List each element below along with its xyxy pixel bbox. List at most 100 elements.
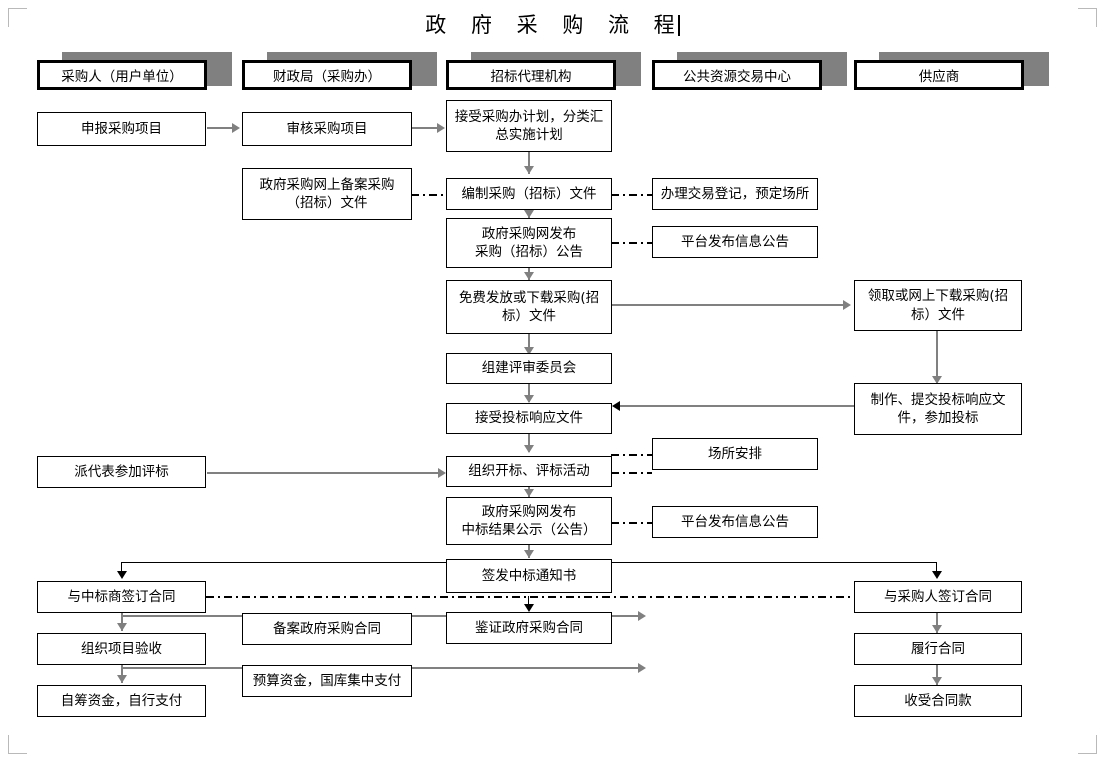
arrowhead-submitbid-to-acceptbids [612,401,620,411]
node-make-submit-bid[interactable]: 制作、提交投标响应文 件，参加投标 [854,383,1022,435]
node-make-submit-bid-line1: 制作、提交投标响应文 [870,391,1006,408]
node-record-docs[interactable]: 政府采购网上备案采购 （招标）文件 [242,168,412,220]
connector-issuedocs-to-getdocs [611,304,846,306]
node-platform-notice-1-label: 平台发布信息公告 [681,233,789,250]
node-venue-arrange-label: 场所安排 [708,445,762,462]
dashdot-open-to-venue [611,472,652,474]
arrowhead-award-to-signbuyer [932,571,942,579]
node-declare-project-label: 申报采购项目 [81,120,162,137]
node-open-evaluate[interactable]: 组织开标、评标活动 [446,456,612,487]
lane-agency[interactable]: 招标代理机构 [446,60,616,90]
node-get-docs[interactable]: 领取或网上下载采购(招 标）文件 [854,280,1022,331]
node-venue-arrange[interactable]: 场所安排 [652,438,818,470]
connector-acceptbids-to-open [528,434,530,452]
arrowhead-issue-to-committee [524,347,534,355]
arrowhead-signwinner-to-filecontract [638,611,646,621]
connector-declare-to-review [207,127,235,129]
node-trade-register-label: 办理交易登记，预定场所 [660,185,810,202]
page-corner-top-right [1078,8,1097,27]
node-accept-plan[interactable]: 接受采购办计划，分类汇 总实施计划 [446,100,612,152]
connector-award-drop-right [936,562,937,576]
arrowhead-sendrep-to-open [438,468,446,478]
node-send-rep-bid[interactable]: 派代表参加评标 [37,456,206,488]
connector-accept-to-selffunds [121,665,123,683]
arrowhead-accept-to-budgetpay [638,663,646,673]
node-notarize-contract[interactable]: 鉴证政府采购合同 [446,612,612,644]
node-accept-bids[interactable]: 接受投标响应文件 [446,403,612,434]
lane-supplier[interactable]: 供应商 [854,60,1024,90]
connector-award-drop-left [121,562,122,576]
connector-signbuyer-to-perform [936,613,938,633]
node-file-contract[interactable]: 备案政府采购合同 [242,613,412,645]
connector-accept-plan-to-prepare [528,152,530,174]
dashdot-prepare-to-traderegister [611,194,652,196]
node-sign-with-buyer-label: 与采购人签订合同 [884,588,992,605]
node-perform-contract-label: 履行合同 [911,640,965,657]
node-form-committee[interactable]: 组建评审委员会 [446,353,612,384]
node-send-rep-bid-label: 派代表参加评标 [74,463,169,480]
connector-review-to-accept-plan [412,127,440,129]
node-platform-notice-2-label: 平台发布信息公告 [681,513,789,530]
node-accept-bids-label: 接受投标响应文件 [475,410,583,427]
node-publish-notice-line1: 政府采购网发布 [481,225,577,242]
connector-signwinner-to-accept [121,613,123,631]
node-publish-result-line1: 政府采购网发布 [481,503,577,520]
node-declare-project[interactable]: 申报采购项目 [37,112,206,146]
arrowhead-acceptbids-to-open [524,445,534,453]
lane-finance[interactable]: 财政局（采购办） [242,60,412,90]
dashdot-signwinner-to-signbuyer [206,596,854,598]
connector-submitbid-to-acceptbids [616,405,854,407]
node-self-funds-label: 自筹资金，自行支付 [60,692,183,709]
arrowhead-issuedocs-to-getdocs [843,300,851,310]
node-receive-payment[interactable]: 收受合同款 [854,685,1022,717]
node-sign-winner-label: 与中标商签订合同 [67,588,176,605]
arrowhead-signbuyer-to-perform [932,625,942,633]
arrowhead-committee-to-acceptbids [524,395,534,403]
text-caret [677,15,680,36]
node-accept-plan-line1: 接受采购办计划，分类汇 [454,108,604,125]
node-issue-award[interactable]: 签发中标通知书 [446,559,612,593]
arrowhead-accept-to-selffunds [117,675,127,683]
node-trade-register[interactable]: 办理交易登记，预定场所 [652,178,818,210]
node-publish-result-line2: 中标结果公示（公告） [461,522,597,538]
node-prepare-docs-label: 编制采购（招标）文件 [461,185,597,202]
node-receive-payment-label: 收受合同款 [904,692,972,709]
node-prepare-docs[interactable]: 编制采购（招标）文件 [446,178,612,210]
node-notarize-contract-label: 鉴证政府采购合同 [475,619,583,636]
arrowhead-dashdot-to-notarize [524,604,534,612]
node-budget-pay[interactable]: 预算资金，国库集中支付 [242,665,412,697]
arrowhead-accept-plan-to-prepare [524,166,534,174]
lane-supplier-label: 供应商 [918,69,960,85]
node-platform-notice-1[interactable]: 平台发布信息公告 [652,226,818,258]
node-issue-award-label: 签发中标通知书 [481,567,577,584]
node-platform-notice-2[interactable]: 平台发布信息公告 [652,506,818,538]
node-organize-accept[interactable]: 组织项目验收 [37,633,206,665]
arrowhead-declare-to-review [232,123,240,133]
node-issue-docs-line1: 免费发放或下载采购(招 [458,289,600,306]
node-perform-contract[interactable]: 履行合同 [854,633,1022,665]
node-publish-result[interactable]: 政府采购网发布 中标结果公示（公告） [446,497,612,545]
arrowhead-perform-to-payment [932,677,942,685]
lane-exchange[interactable]: 公共资源交易中心 [652,60,822,90]
connector-award-bus-left [121,562,529,563]
node-review-project[interactable]: 审核采购项目 [242,112,412,146]
page-corner-bottom-left [8,735,27,754]
node-self-funds[interactable]: 自筹资金，自行支付 [37,685,206,717]
connector-perform-to-payment [936,665,938,685]
connector-issue-to-committee [528,334,530,354]
dashdot-publishresult-to-platform2 [611,522,652,524]
node-publish-notice-line2: 采购（招标）公告 [475,244,583,260]
lane-agency-label: 招标代理机构 [490,69,572,85]
node-issue-docs[interactable]: 免费发放或下载采购(招 标）文件 [446,280,612,334]
dashdot-acceptbids-to-venue [611,454,652,456]
node-sign-winner[interactable]: 与中标商签订合同 [37,581,206,613]
node-organize-accept-label: 组织项目验收 [81,640,162,657]
arrowhead-publish-to-issue [524,272,534,280]
arrowhead-open-to-publishresult [524,489,534,497]
page-corner-top-left [8,8,27,27]
node-record-docs-line1: 政府采购网上备案采购 [259,176,395,193]
lane-buyer[interactable]: 采购人（用户单位） [37,60,207,90]
node-sign-with-buyer[interactable]: 与采购人签订合同 [854,581,1022,613]
node-publish-notice[interactable]: 政府采购网发布 采购（招标）公告 [446,218,612,268]
